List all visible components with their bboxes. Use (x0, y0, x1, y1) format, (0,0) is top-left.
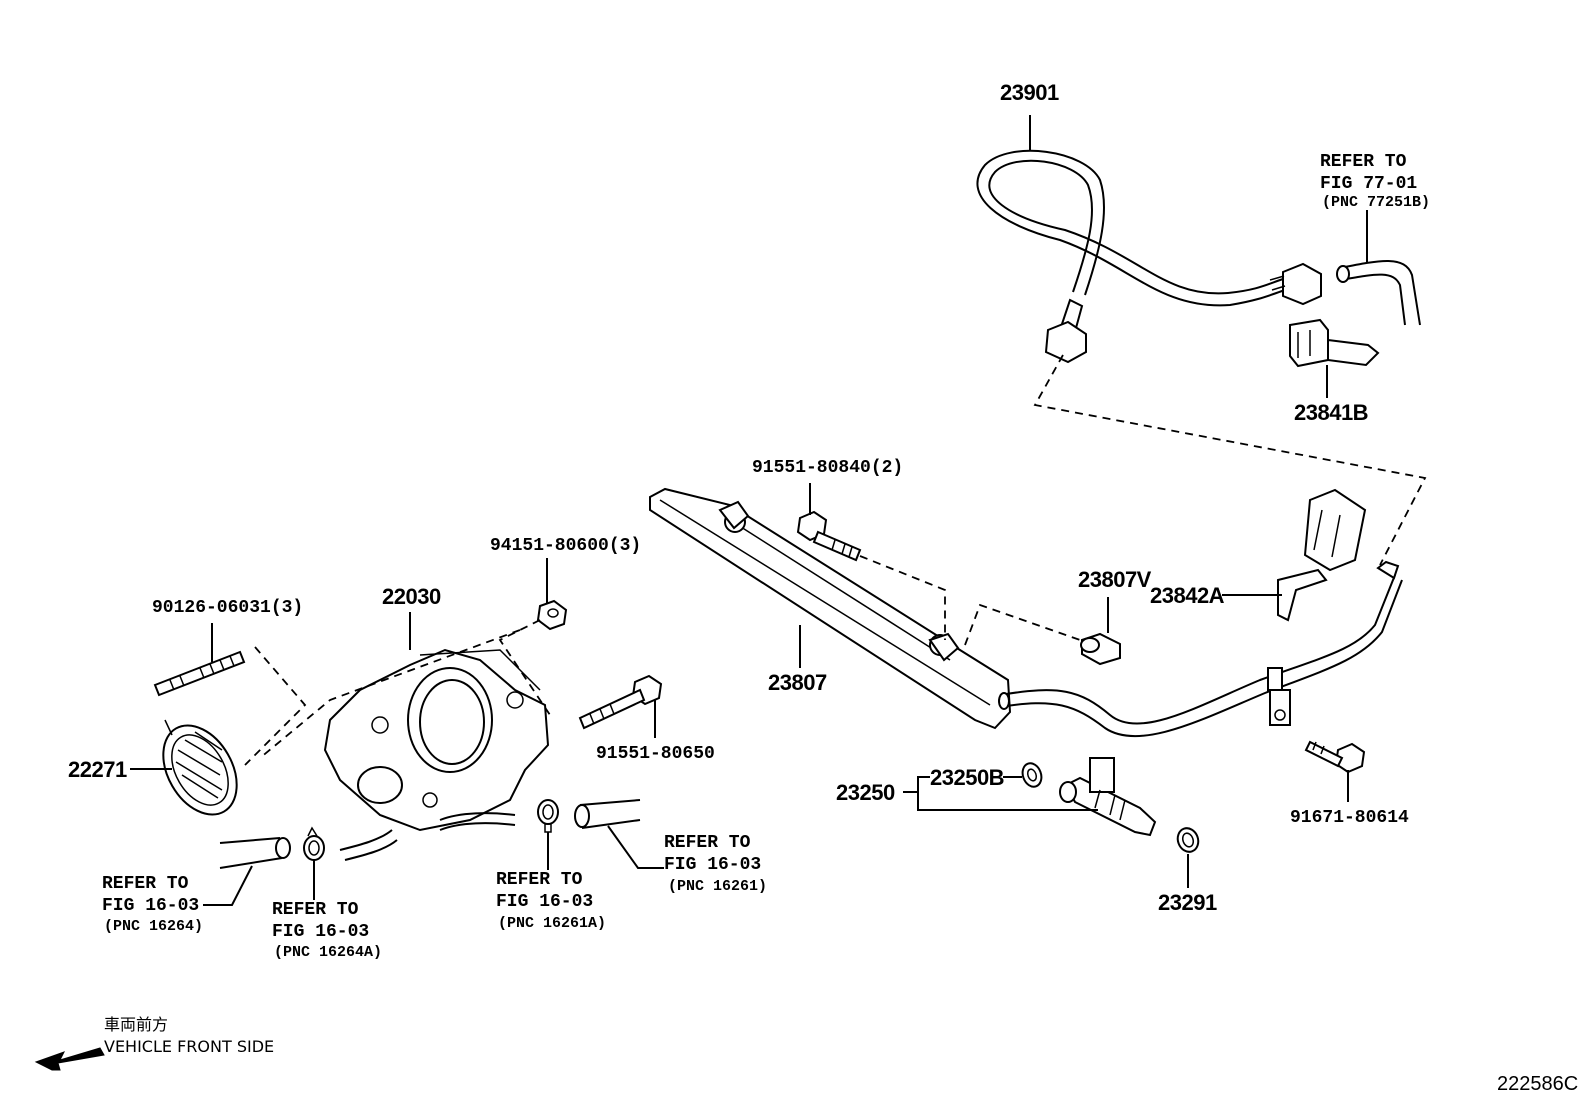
front-label-en: VEHICLE FRONT SIDE (104, 1037, 274, 1056)
part-label-94151-80600: 94151-80600(3) (490, 536, 641, 556)
ref-text-line2: FIG 16-03 (272, 922, 369, 942)
ref-pnc: (PNC 77251B) (1322, 194, 1430, 211)
stud-90126-06031[interactable] (153, 650, 246, 697)
hose-ref-16264 (219, 837, 291, 869)
part-label-23901: 23901 (1000, 80, 1059, 105)
part-label-91551-80840: 91551-80840(2) (752, 458, 903, 478)
part-label-90126-06031: 90126-06031(3) (152, 598, 303, 618)
part-label-23841B: 23841B (1294, 400, 1368, 425)
part-label-22030: 22030 (382, 584, 441, 609)
ref-text-line1: REFER TO (1320, 152, 1407, 172)
part-label-23807V: 23807V (1078, 567, 1152, 592)
ref-text-line2: FIG 77-01 (1320, 174, 1417, 194)
bolt-91551-80840[interactable] (796, 510, 862, 562)
ref-text-line2: FIG 16-03 (102, 896, 199, 916)
ref-pnc: (PNC 16264A) (274, 944, 382, 961)
fuel-pipe-ref-77251B (1336, 260, 1421, 326)
part-label-23250B: 23250B (930, 765, 1004, 790)
gasket-22271[interactable] (148, 712, 251, 827)
fuel-hose-23901[interactable] (976, 149, 1322, 364)
part-label-91671-80614: 91671-80614 (1290, 808, 1409, 828)
part-label-91551-80650: 91551-80650 (596, 744, 715, 764)
ref-text-line2: FIG 16-03 (664, 855, 761, 875)
seal-23291[interactable] (1174, 825, 1201, 854)
ref-text-line2: FIG 16-03 (496, 892, 593, 912)
bolt-91671-80614[interactable] (1304, 740, 1366, 774)
part-label-23250: 23250 (836, 780, 895, 805)
fuel-delivery-pipe-23807[interactable] (649, 487, 1403, 738)
ref-text-line1: REFER TO (664, 833, 751, 853)
front-label-jp: 車両前方 (104, 1015, 168, 1034)
clamp-ref-16261A (537, 799, 559, 833)
part-label-23807: 23807 (768, 670, 827, 695)
ref-pnc: (PNC 16264) (104, 918, 203, 935)
figure-code: 222586C (1497, 1073, 1578, 1095)
clip-23841B[interactable] (1289, 318, 1380, 368)
clamp-ref-16264A (303, 826, 325, 861)
ref-text-line1: REFER TO (496, 870, 583, 890)
part-label-23291: 23291 (1158, 890, 1217, 915)
ref-pnc: (PNC 16261A) (498, 915, 606, 932)
bolt-91551-80650[interactable] (578, 674, 663, 730)
ref-text-line1: REFER TO (102, 874, 189, 894)
throttle-body-22030[interactable] (323, 648, 550, 861)
part-label-23842A: 23842A (1150, 583, 1225, 608)
fuel-injector-23250[interactable] (1019, 757, 1157, 837)
vehicle-front-arrow (34, 1047, 105, 1071)
part-label-22271: 22271 (68, 757, 127, 782)
ref-pnc: (PNC 16261) (668, 878, 767, 895)
nut-94151-80600[interactable] (536, 599, 568, 631)
clip-23842A[interactable] (1277, 488, 1367, 622)
ref-text-line1: REFER TO (272, 900, 359, 920)
hose-ref-16261 (574, 799, 641, 829)
insulator-23807V[interactable] (1080, 632, 1121, 666)
